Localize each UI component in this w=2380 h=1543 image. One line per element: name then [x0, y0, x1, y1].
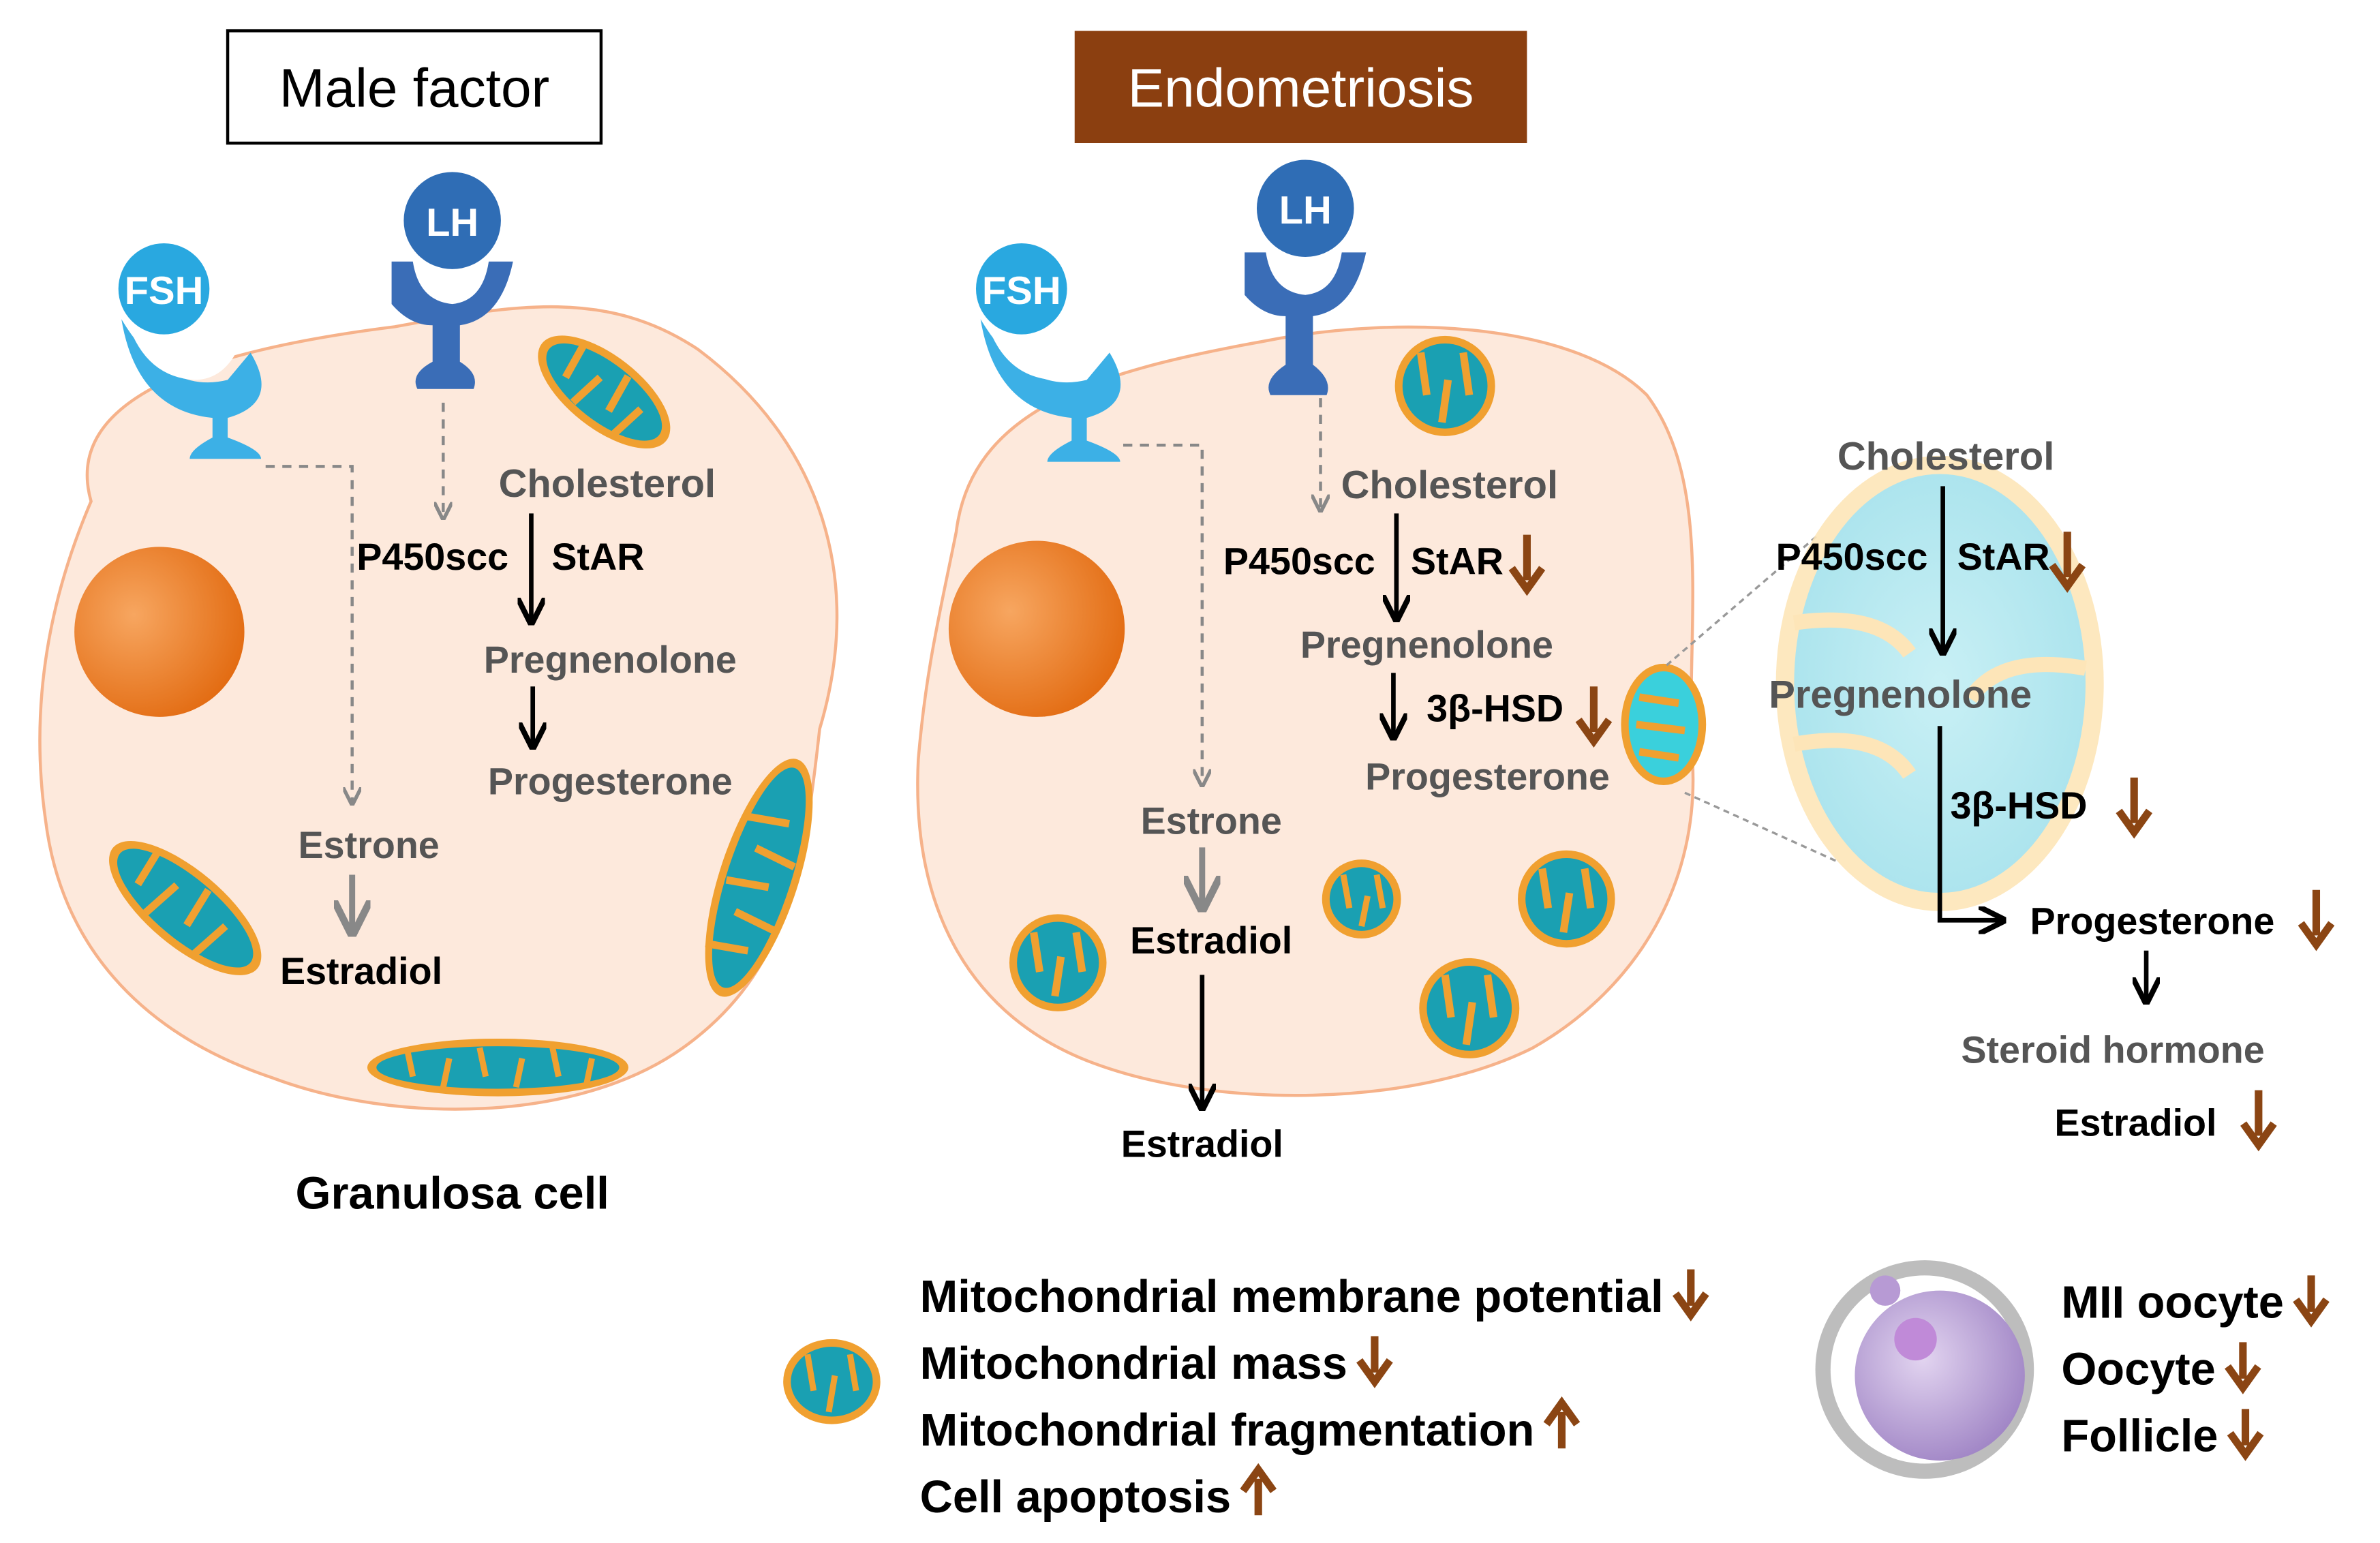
zoom-panel: Cholesterol P450scc StAR Pregnenolone 3β…: [1769, 435, 2335, 1152]
right-progesterone: Progesterone: [1365, 756, 1610, 798]
oocyte-polar-body: [1870, 1275, 1901, 1306]
mito-legend-list: Mitochondrial membrane potentialMitochon…: [920, 1269, 1709, 1523]
left-caption: Granulosa cell: [295, 1168, 609, 1219]
right-estrone: Estrone: [1141, 799, 1282, 842]
left-lh-ball: [403, 172, 501, 269]
trend-down-arrow: [1672, 1269, 1709, 1322]
zoom-line-top: [1666, 534, 1820, 667]
zoom-arrow-preg-prog: [1937, 726, 2000, 920]
trend-down-arrow: [2293, 1275, 2330, 1328]
oocyte-cell: [1855, 1290, 2025, 1461]
left-mitochondrion-2: [705, 759, 813, 997]
zoom-pregnenolone: Pregnenolone: [1769, 673, 2032, 716]
trend-down-arrow: [2225, 1342, 2261, 1394]
left-mitochondrion-4: [367, 1038, 628, 1097]
left-lh-receptor: [391, 261, 513, 389]
right-mitochondrion-3: [1322, 859, 1401, 938]
right-mitochondrion-4: [1518, 850, 1615, 948]
right-star-down-arrow: [1508, 534, 1546, 596]
right-fsh-ball: [975, 243, 1067, 335]
left-lh-label: LH: [426, 201, 478, 245]
left-progesterone: Progesterone: [488, 760, 733, 802]
right-fsh-dashed-arrow: [1123, 443, 1202, 784]
left-fsh-dashed-arrow: [265, 465, 352, 801]
zoom-progesterone-down-arrow: [2298, 889, 2335, 951]
zoom-star-down-arrow: [2049, 532, 2086, 593]
mito-legend-item-label: Cell apoptosis: [920, 1472, 1232, 1523]
right-fsh-receptor: [980, 319, 1121, 462]
legend-mito-icon: [783, 1339, 881, 1424]
right-pregnenolone: Pregnenolone: [1300, 624, 1553, 666]
right-mitochondrion-2: [1621, 663, 1707, 786]
right-lh-label: LH: [1279, 189, 1332, 232]
right-fsh-label: FSH: [982, 269, 1061, 313]
left-nucleus: [74, 547, 245, 717]
trend-up-arrow: [1543, 1396, 1581, 1449]
zoom-estradiol-down-arrow: [2240, 1090, 2277, 1152]
zoom-progesterone: Progesterone: [2030, 900, 2275, 942]
zoom-star: StAR: [1957, 536, 2050, 578]
right-nucleus: [948, 540, 1125, 717]
right-panel: Endometriosis FSH LH Cholesterol P450scc…: [916, 31, 1840, 1165]
right-estradiol-outer: Estradiol: [1121, 1123, 1283, 1165]
left-fsh-receptor: [121, 319, 262, 459]
left-fsh-ball: [118, 243, 210, 335]
zoom-cholesterol: Cholesterol: [1837, 435, 2054, 478]
left-title: Male factor: [279, 57, 549, 119]
left-estrone: Estrone: [299, 824, 440, 866]
right-mitochondrion-1: [1394, 335, 1495, 436]
right-estradiol-inner: Estradiol: [1130, 919, 1292, 962]
trend-down-arrow: [1356, 1336, 1393, 1388]
left-star: StAR: [551, 536, 644, 578]
left-title-box: [226, 29, 603, 145]
left-estradiol: Estradiol: [280, 950, 442, 992]
oocyte-legend-item-label: Follicle: [2061, 1411, 2218, 1462]
oocyte-nucleus: [1894, 1317, 1937, 1361]
zoom-hsd-down-arrow: [2116, 777, 2153, 839]
zoom-mitochondrion: [1775, 455, 2104, 911]
mito-legend-item-label: Mitochondrial mass: [920, 1339, 1347, 1389]
right-p450scc: P450scc: [1223, 540, 1375, 582]
left-cholesterol: Cholesterol: [499, 462, 716, 506]
left-fsh-label: FSH: [125, 269, 204, 313]
zoom-steroid: Steroid hormone: [1961, 1029, 2264, 1071]
trend-up-arrow: [1240, 1463, 1277, 1516]
right-hsd: 3β-HSD: [1427, 688, 1563, 730]
right-title: Endometriosis: [1128, 57, 1474, 119]
right-star: StAR: [1411, 540, 1504, 582]
left-mitochondrion-1: [538, 335, 671, 449]
right-cholesterol: Cholesterol: [1341, 463, 1558, 507]
right-lh-receptor: [1245, 252, 1367, 395]
right-hsd-down-arrow: [1575, 686, 1613, 748]
oocyte-legend-item-label: Oocyte: [2061, 1345, 2215, 1395]
left-p450scc: P450scc: [356, 536, 508, 578]
trend-down-arrow: [2227, 1409, 2264, 1461]
right-lh-ball: [1256, 159, 1354, 258]
right-mitochondrion-6: [1419, 958, 1520, 1058]
oocyte-legend-item-label: MII oocyte: [2061, 1278, 2284, 1328]
right-title-box: [1074, 31, 1527, 144]
legend-mitochondria: Mitochondrial membrane potentialMitochon…: [783, 1269, 1709, 1523]
zoom-hsd: 3β-HSD: [1950, 784, 2087, 827]
zoom-estradiol: Estradiol: [2054, 1101, 2216, 1144]
mito-legend-item-label: Mitochondrial membrane potential: [920, 1272, 1664, 1322]
left-mitochondrion-3: [109, 840, 262, 975]
mito-legend-item-label: Mitochondrial fragmentation: [920, 1405, 1535, 1456]
right-mitochondrion-5: [1009, 914, 1107, 1011]
left-panel: Male factor FSH LH Cholesterol P450scc S…: [38, 29, 839, 1219]
left-pregnenolone: Pregnenolone: [484, 639, 737, 681]
zoom-p450scc: P450scc: [1776, 536, 1928, 578]
zoom-line-bottom: [1684, 791, 1840, 864]
